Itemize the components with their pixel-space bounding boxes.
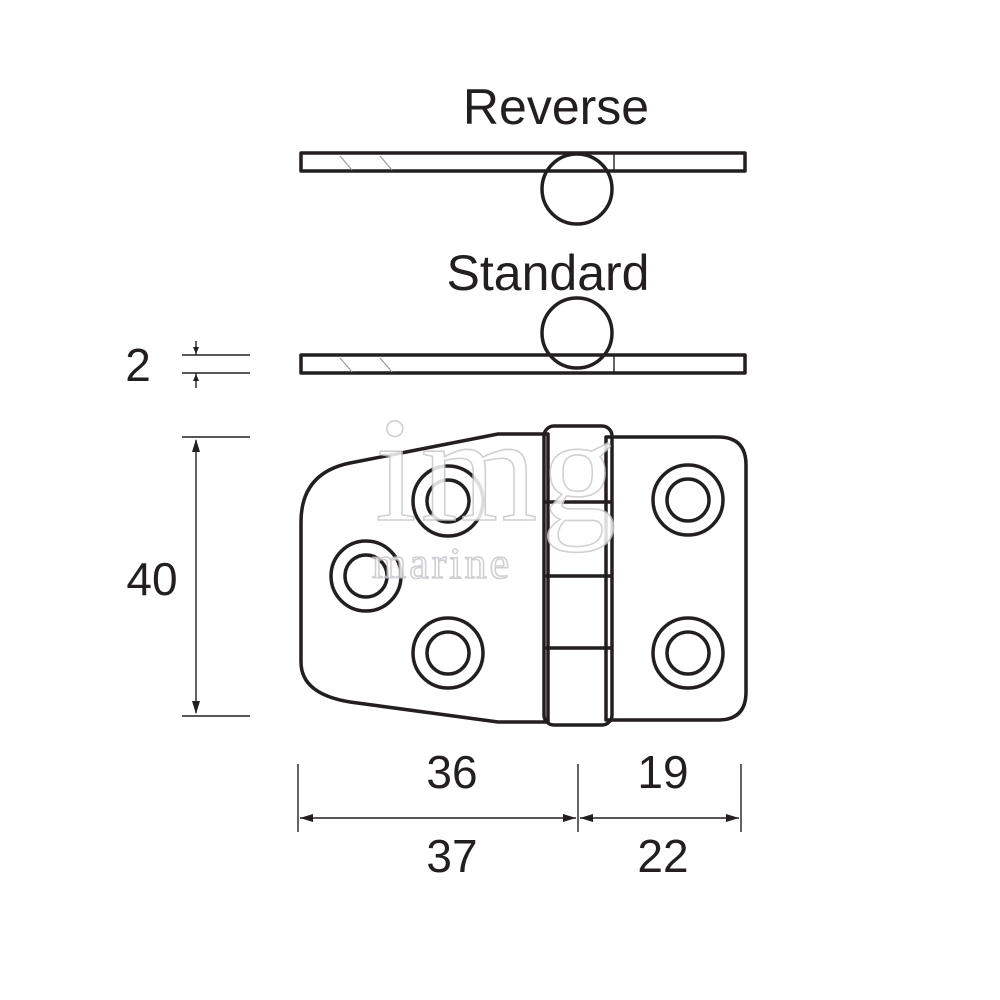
right-leaf-inner-width: 19 <box>637 746 688 798</box>
watermark-logo: img marine <box>371 386 620 589</box>
watermark-line1: img <box>375 387 620 553</box>
screw-hole <box>651 616 725 690</box>
screw-hole <box>329 539 403 613</box>
thickness-label: 2 <box>125 339 151 391</box>
left-leaf-outer-width: 37 <box>426 830 477 882</box>
height-dimension: 40 <box>126 436 250 717</box>
reverse-plate <box>299 151 747 173</box>
width-dimensions: 36 19 37 22 <box>297 746 742 882</box>
standard-label: Standard <box>447 245 650 301</box>
right-leaf <box>604 435 748 722</box>
watermark-line2: marine <box>372 539 512 588</box>
standard-knuckle <box>540 296 614 370</box>
front-view <box>299 424 748 727</box>
reverse-knuckle <box>540 152 614 226</box>
screw-hole <box>411 464 485 538</box>
standard-view: Standard <box>299 245 747 375</box>
reverse-label: Reverse <box>463 79 649 135</box>
screw-hole <box>651 463 725 537</box>
height-label: 40 <box>126 553 177 605</box>
thickness-dimension: 2 <box>125 339 250 391</box>
screw-hole <box>411 616 485 690</box>
left-leaf-inner-width: 36 <box>426 746 477 798</box>
right-leaf-outer-width: 22 <box>637 830 688 882</box>
reverse-view: Reverse <box>299 79 747 226</box>
left-leaf <box>299 432 550 724</box>
standard-plate <box>299 353 747 375</box>
